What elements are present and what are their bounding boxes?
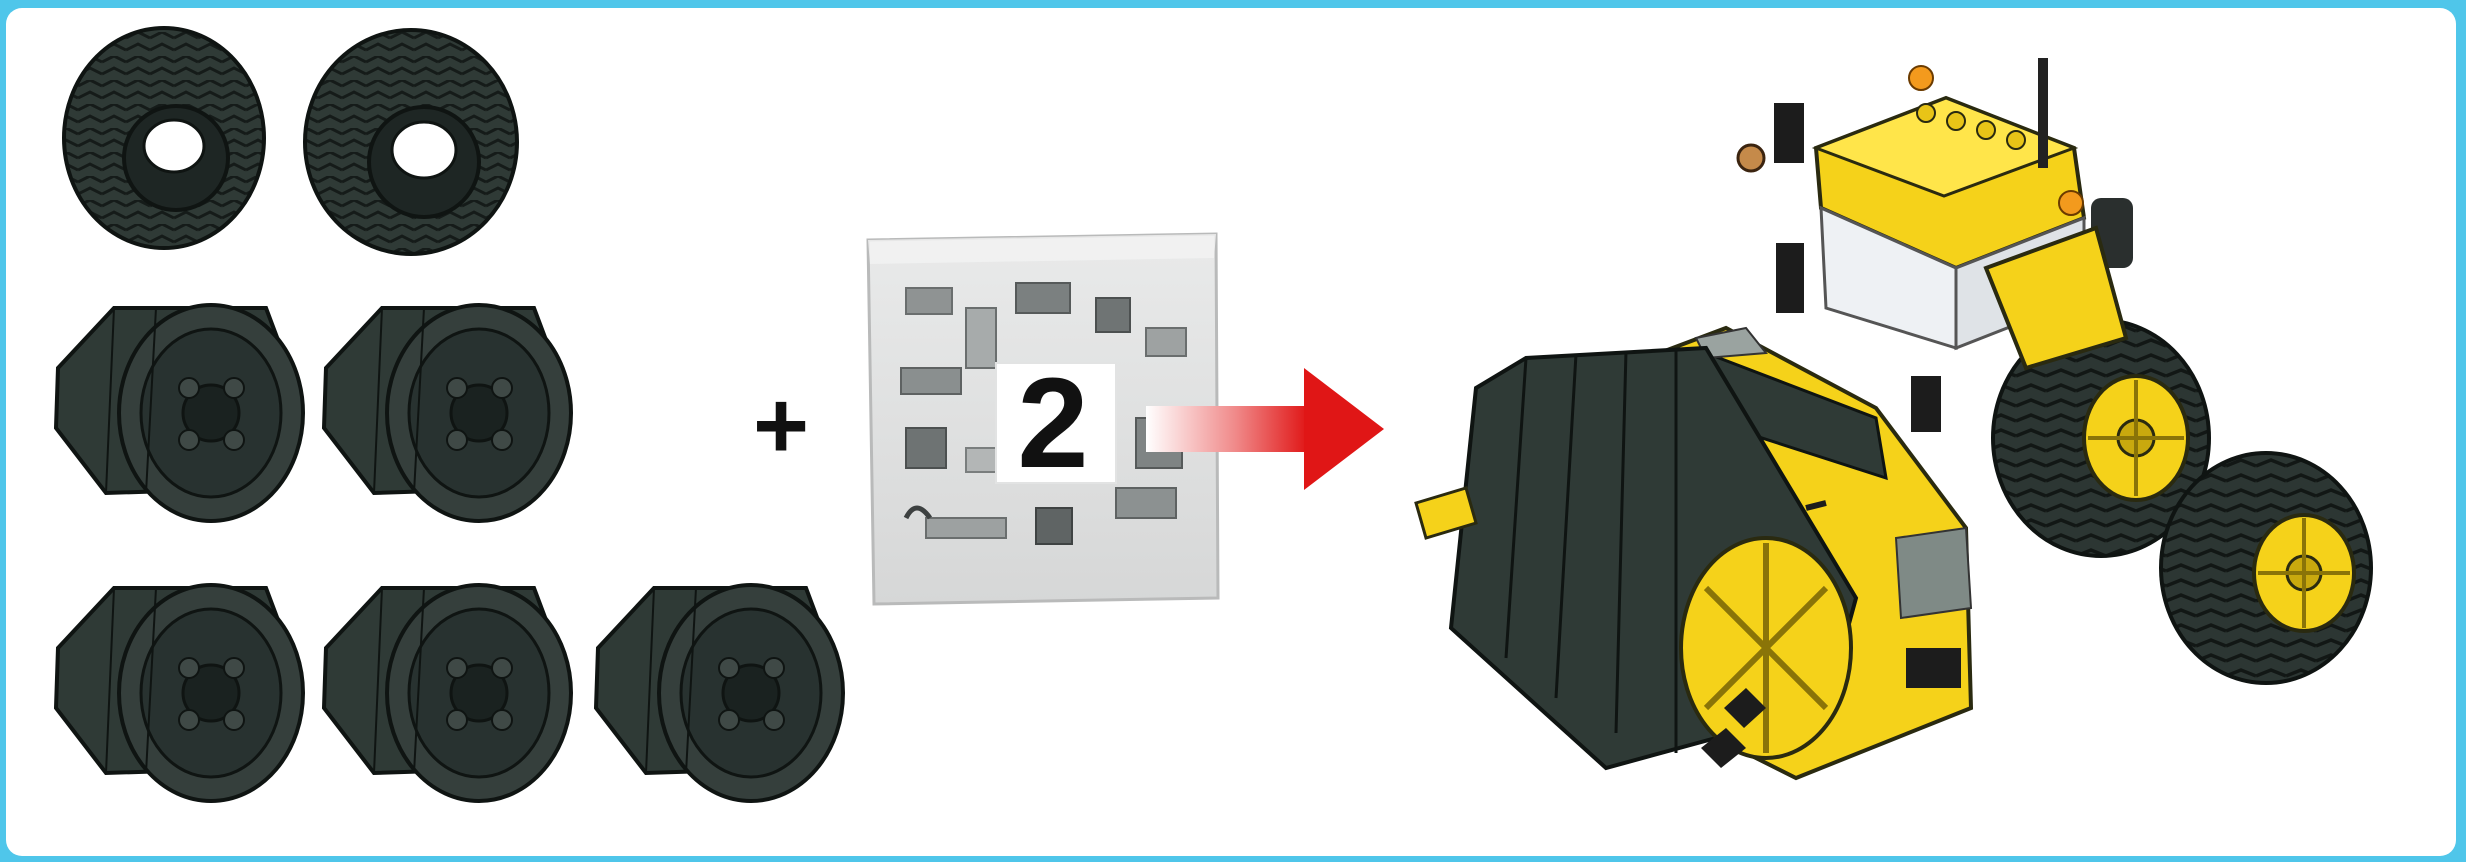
tire-1	[64, 28, 264, 248]
drum-ring-3	[56, 585, 303, 801]
plus-sign: +	[751, 388, 811, 463]
drum-ring-1	[56, 305, 303, 521]
drum-ring-2	[324, 305, 571, 521]
drum-ring-5	[596, 585, 843, 801]
road-roller-model-icon	[1416, 58, 2371, 778]
drum-ring-4	[324, 585, 571, 801]
instruction-panel: + 2	[6, 8, 2456, 856]
bag-number-label: 2	[998, 368, 1108, 478]
tire-2	[305, 30, 517, 254]
instruction-scene	[6, 8, 2456, 856]
connector-part	[1911, 376, 1941, 432]
rear-wheel-lower	[2161, 453, 2371, 683]
connector-part	[1776, 243, 1804, 313]
